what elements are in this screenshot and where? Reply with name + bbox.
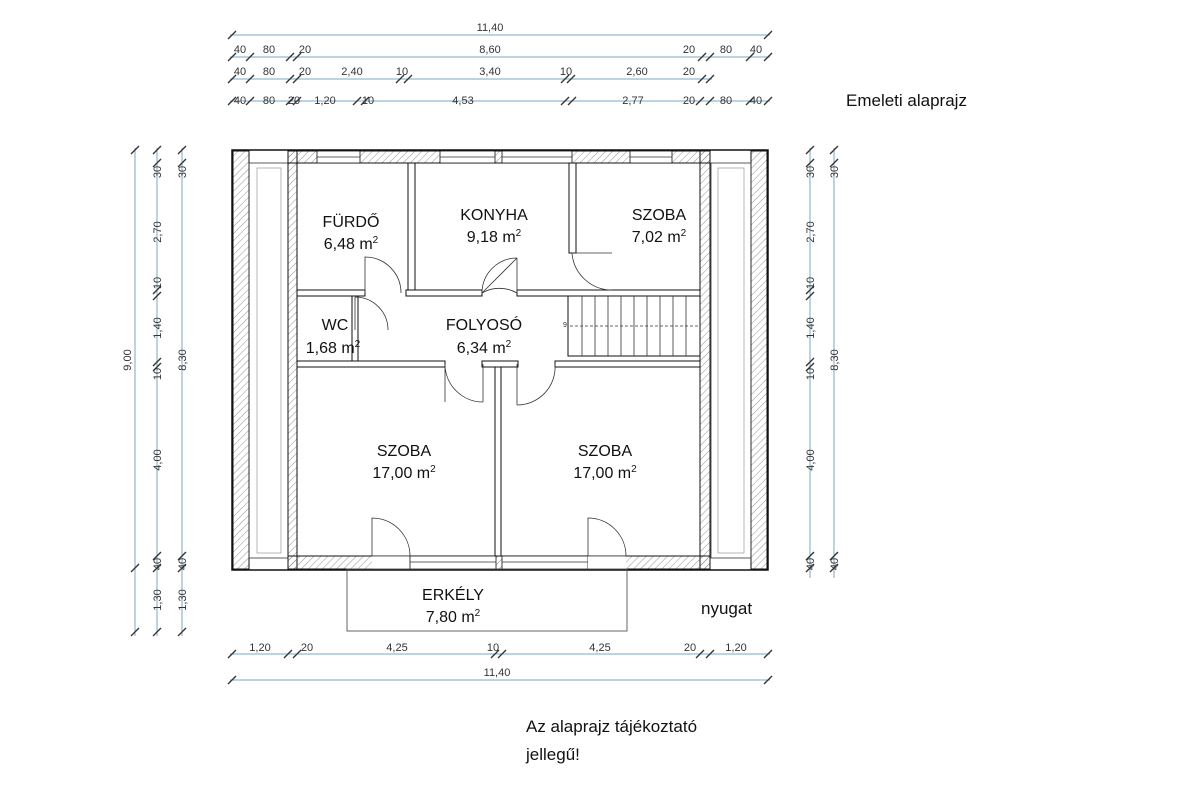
dim-top-row2-1: 80 [263, 66, 275, 78]
dim-top-row1-4: 20 [683, 44, 695, 56]
dim-right-col1-4: 10 [805, 368, 817, 380]
disclaimer-line-1: Az alaprajz tájékoztató [526, 717, 697, 736]
dim-top-row2-4: 10 [396, 66, 408, 78]
dim-right-col2-1: 8,30 [829, 349, 841, 370]
dim-top-row2-7: 2,60 [626, 66, 647, 78]
svg-text:9: 9 [563, 322, 567, 329]
windows-top [316, 150, 673, 164]
dim-bottom-row-6: 1,20 [725, 642, 746, 654]
room-area-furdo: 6,48 m2 [324, 235, 379, 253]
dim-top-row3-3: 1,20 [314, 95, 335, 107]
staircase [570, 296, 700, 356]
room-area-szoba-right: 17,00 m2 [573, 464, 637, 482]
room-area-szoba-small: 7,02 m2 [632, 228, 687, 246]
dim-right-col2-0: 30 [829, 166, 841, 178]
dim-top-row3-6: 2,77 [622, 95, 643, 107]
dim-bottom-row-0: 1,20 [249, 642, 270, 654]
room-area-szoba-left: 17,00 m2 [372, 464, 436, 482]
dim-top-row2-6: 10 [560, 66, 572, 78]
dim-left-col1-6: 40 [152, 558, 164, 570]
dim-top-row3-4: 10 [362, 95, 374, 107]
dim-left-col2-1: 8,30 [177, 349, 189, 370]
dim-right-col1-5: 4,00 [805, 449, 817, 470]
dim-top-row2-0: 40 [234, 66, 246, 78]
dim-top-row3-1: 80 [263, 95, 275, 107]
orientation-label: nyugat [701, 599, 752, 618]
dim-right-col2-2: 40 [829, 558, 841, 570]
dim-bottom-total: 11,40 [484, 667, 511, 679]
room-name-szoba-left: SZOBA [377, 443, 432, 460]
dim-left-col1-1: 2,70 [152, 221, 164, 242]
dim-right-col1-2: 10 [805, 277, 817, 289]
left-dimension-chain: 9,00 30 2,70 10 1,40 10 4,00 40 1,30 30 8,30 40 1,… [122, 145, 189, 637]
room-name-konyha: KONYHA [460, 207, 528, 224]
dim-left-col1-3: 1,40 [152, 317, 164, 338]
dim-right-col1-3: 1,40 [805, 317, 817, 338]
bottom-dimension-chain: 1,20 20 4,25 10 4,25 20 1,20 11,40 [227, 642, 773, 685]
dim-top-row1-6: 40 [750, 44, 762, 56]
dim-left-total: 9,00 [122, 349, 134, 370]
openings-bottom [372, 555, 626, 570]
room-area-folyoso: 6,34 m2 [457, 339, 512, 357]
dim-top-row3-0: 40 [234, 95, 246, 107]
dim-bottom-row-4: 4,25 [589, 642, 610, 654]
dim-left-col1-2: 10 [152, 277, 164, 289]
dim-bottom-row-5: 20 [684, 642, 696, 654]
dim-bottom-row-1: 20 [301, 642, 313, 654]
dim-top-row1-3: 8,60 [479, 44, 500, 56]
room-name-szoba-right: SZOBA [578, 443, 633, 460]
dim-left-col2-3: 1,30 [177, 589, 189, 610]
room-name-szoba-small: SZOBA [632, 207, 687, 224]
room-name-wc: WC [322, 317, 349, 334]
dim-bottom-row-3: 10 [487, 642, 499, 654]
dim-left-col1-0: 30 [152, 166, 164, 178]
dim-top-row1-0: 40 [234, 44, 246, 56]
balcony-outline [346, 568, 628, 632]
dim-top-row3-9: 40 [750, 95, 762, 107]
door-swings [354, 252, 627, 557]
top-dimension-chain: 11,40 40 80 20 8,60 20 80 40 40 80 20 2,40 10 3,40 1… [227, 22, 773, 107]
room-labels: FÜRDŐ 6,48 m2 KONYHA 9,18 m2 SZOBA 7,02 … [306, 207, 687, 626]
dim-left-col1-4: 10 [152, 368, 164, 380]
room-area-erkely: 7,80 m2 [426, 608, 481, 626]
building-outline [231, 149, 769, 571]
dim-left-col1-5: 4,00 [152, 449, 164, 470]
dim-top-row2-3: 2,40 [341, 66, 362, 78]
room-area-konyha: 9,18 m2 [467, 228, 522, 246]
dim-top-row2-5: 3,40 [479, 66, 500, 78]
dim-right-col1-0: 30 [805, 166, 817, 178]
room-area-wc: 1,68 m2 [306, 339, 361, 357]
dim-left-col2-0: 30 [177, 166, 189, 178]
dim-top-row3-8: 80 [720, 95, 732, 107]
dim-top-row3-5: 4,53 [452, 95, 473, 107]
room-name-folyoso: FOLYOSÓ [446, 315, 522, 334]
dim-right-col1-1: 2,70 [805, 221, 817, 242]
dim-top-row1-5: 80 [720, 44, 732, 56]
right-dimension-chain: 30 2,70 10 1,40 10 4,00 40 30 8,30 40 [805, 145, 841, 578]
room-name-erkely: ERKÉLY [422, 585, 484, 604]
dim-top-row2-8: 20 [683, 66, 695, 78]
dim-bottom-row-2: 4,25 [386, 642, 407, 654]
dim-top-total: 11,40 [477, 22, 504, 34]
disclaimer-line-2: jellegű! [525, 745, 580, 764]
room-name-furdo: FÜRDŐ [323, 212, 380, 231]
plan-title: Emeleti alaprajz [846, 91, 967, 110]
dim-left-col2-2: 40 [177, 558, 189, 570]
dim-top-row1-1: 80 [263, 44, 275, 56]
dim-top-row3-7: 20 [683, 95, 695, 107]
dim-top-row1-2: 20 [299, 44, 311, 56]
dim-left-col1-7: 1,30 [152, 589, 164, 610]
dim-right-col1-6: 40 [805, 558, 817, 570]
dim-top-row2-2: 20 [299, 66, 311, 78]
dim-top-row3-2: 20 [288, 95, 300, 107]
